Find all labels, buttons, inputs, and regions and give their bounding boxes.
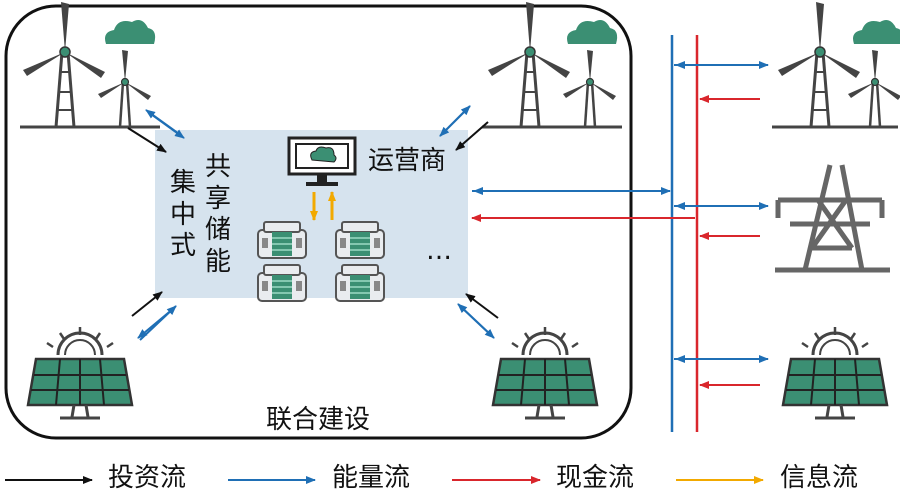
wind-turbine-icon xyxy=(486,0,572,129)
cloud-icon xyxy=(853,20,900,44)
right-side-flows xyxy=(674,61,769,389)
wind-turbine-icon xyxy=(96,48,153,129)
cloud-icon xyxy=(567,20,618,44)
monitor-icon xyxy=(287,136,357,186)
joint-construction-boundary xyxy=(4,4,633,440)
wind-turbine-icon xyxy=(561,48,618,129)
joint-construction-label: 联合建设 xyxy=(266,405,371,435)
storage-title: 共享储能 xyxy=(204,152,231,278)
solar-panel-icon xyxy=(26,325,134,420)
legend-info-label: 信息流 xyxy=(780,463,859,493)
solar-panel-icon xyxy=(781,325,889,420)
battery-icon xyxy=(257,221,307,259)
power-tower-icon xyxy=(775,164,885,271)
legend-invest-label: 投资流 xyxy=(108,463,187,493)
battery-icon xyxy=(257,264,307,302)
solar-panel-icon xyxy=(491,325,599,420)
legend-energy-label: 能量流 xyxy=(332,463,411,493)
wind-turbine-icon xyxy=(846,48,900,129)
centralized-label: 集中式 xyxy=(169,168,196,262)
cloud-icon xyxy=(105,20,156,44)
wind-turbine-icon xyxy=(21,0,107,129)
battery-icon xyxy=(335,264,385,302)
ellipsis: … xyxy=(426,236,452,266)
battery-icon xyxy=(335,221,385,259)
operator-label: 运营商 xyxy=(368,146,447,176)
wind-turbine-icon xyxy=(776,0,862,129)
legend-cash-label: 现金流 xyxy=(556,463,635,493)
